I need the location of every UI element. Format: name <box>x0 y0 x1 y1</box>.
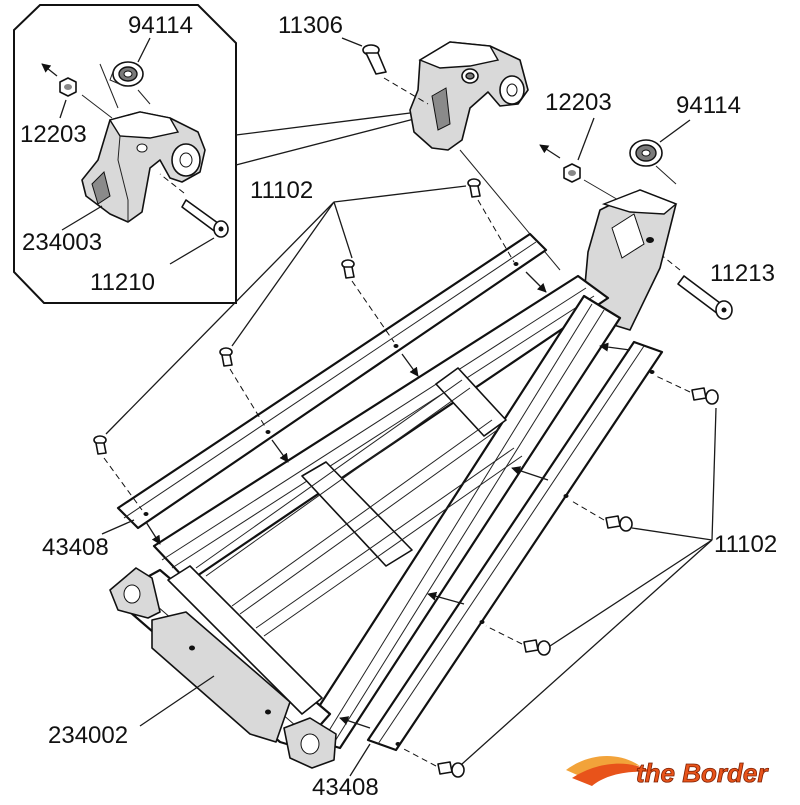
callout-inset-12203: 12203 <box>20 121 87 148</box>
callout-inset-94114: 94114 <box>128 12 193 39</box>
callout-top-11306: 11306 <box>278 12 343 39</box>
screws-11102-top <box>93 178 515 511</box>
screw-11102-g <box>523 639 551 656</box>
callout-inset-234003: 234003 <box>22 229 102 256</box>
screw-11306 <box>362 44 387 75</box>
screw-11102-h <box>437 761 465 778</box>
screw-11102-f <box>605 515 633 532</box>
screw-11102-c <box>219 347 233 367</box>
inset-screw-11210 <box>159 173 229 238</box>
a-arm-frame-234002 <box>109 189 678 769</box>
inset-bracket-234003 <box>81 111 206 223</box>
screw-11102-d <box>93 435 107 455</box>
callout-right-12203: 12203 <box>545 89 612 116</box>
logo-text: the Border <box>636 758 769 788</box>
callout-top-11102: 11102 <box>250 177 313 204</box>
rail-plate-43408-lower <box>339 340 664 752</box>
callout-bottom-43408: 43408 <box>312 774 379 800</box>
screws-11102-right <box>401 375 719 778</box>
screw-11102-a <box>467 178 481 198</box>
callout-left-43408: 43408 <box>42 534 109 561</box>
callout-bottom-234002: 234002 <box>48 722 128 749</box>
inset-bearing-94114 <box>109 61 144 87</box>
inset-detail-box <box>13 4 419 304</box>
callout-inset-11210: 11210 <box>90 269 155 296</box>
the-border-logo: the Border <box>566 755 770 788</box>
nut-12203 <box>539 144 581 183</box>
inset-nut-12203 <box>41 63 77 97</box>
top-hinge-bracket <box>409 41 529 151</box>
screw-11102-b <box>341 259 355 279</box>
callout-right-94114: 94114 <box>676 92 741 119</box>
bearing-94114 <box>629 139 663 167</box>
callout-right-11213: 11213 <box>710 260 775 287</box>
screw-11102-e <box>691 387 719 405</box>
callout-right-11102: 11102 <box>714 531 777 558</box>
